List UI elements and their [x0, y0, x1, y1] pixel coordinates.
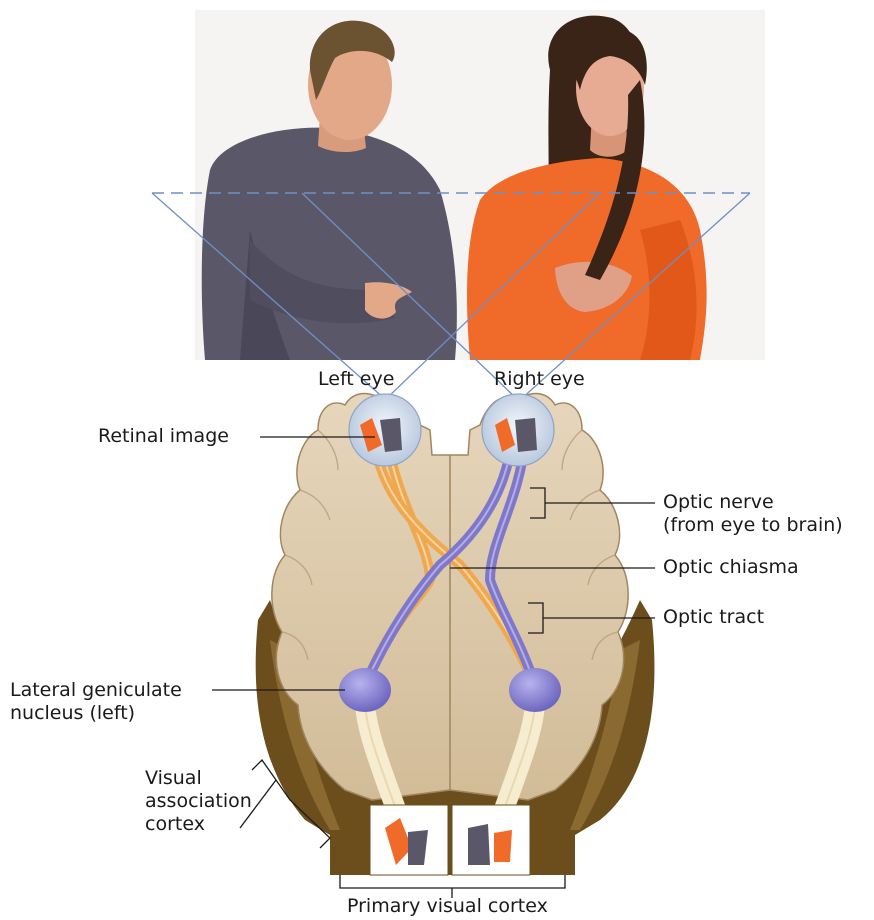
label-retinal-image: Retinal image [98, 425, 229, 448]
label-optic-nerve-line2: (from eye to brain) [663, 514, 843, 537]
label-right-eye: Right eye [494, 368, 585, 391]
label-optic-chiasma: Optic chiasma [663, 556, 799, 579]
right-eye [482, 394, 554, 466]
lgn-left [339, 668, 391, 712]
label-lgn-line2: nucleus (left) [10, 702, 182, 725]
label-visual-association-cortex: Visual association cortex [145, 767, 252, 836]
label-left-eye: Left eye [318, 368, 394, 391]
label-vac-line2: association [145, 790, 252, 813]
left-eye [349, 394, 421, 466]
label-lgn: Lateral geniculate nucleus (left) [10, 679, 182, 725]
label-optic-tract: Optic tract [663, 606, 764, 629]
label-vac-line3: cortex [145, 813, 252, 836]
label-primary-visual-cortex: Primary visual cortex [347, 895, 548, 918]
label-optic-nerve: Optic nerve (from eye to brain) [663, 491, 843, 537]
label-vac-line1: Visual [145, 767, 252, 790]
brain [256, 394, 655, 875]
lgn-right [509, 668, 561, 712]
man-shirt [202, 128, 457, 360]
label-lgn-line1: Lateral geniculate [10, 679, 182, 702]
label-optic-nerve-line1: Optic nerve [663, 491, 843, 514]
